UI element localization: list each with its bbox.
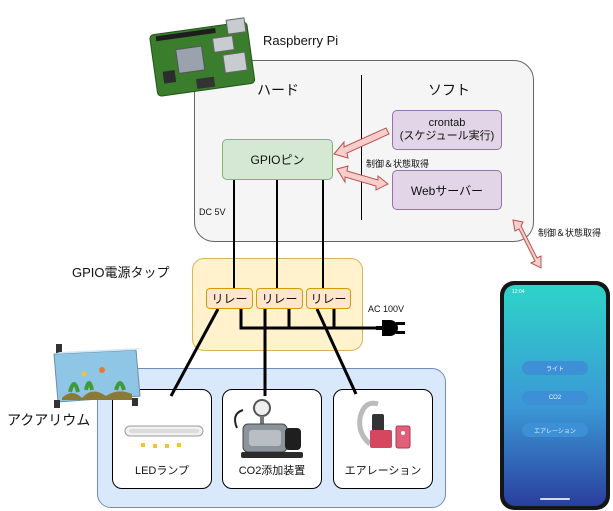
phone-time: 12:04: [512, 289, 525, 295]
ac-label: AC 100V: [368, 304, 405, 314]
web-server-label: Webサーバー: [410, 183, 484, 198]
aquarium-tank-icon: [53, 344, 142, 408]
raspberry-pi-title: Raspberry Pi: [263, 33, 339, 48]
power-plug-icon: [376, 320, 405, 336]
crontab-sublabel: (スケジュール実行): [399, 130, 495, 142]
crontab-label: crontab: [428, 117, 466, 129]
relay-2-label: リレー: [261, 292, 298, 306]
aeration-button[interactable]: エアレーション: [522, 423, 588, 437]
hard-soft-divider: [361, 75, 362, 220]
light-button[interactable]: ライト: [522, 361, 588, 375]
air-pump-icon: [357, 400, 411, 449]
relay-1: リレー: [206, 288, 253, 309]
aquarium-label: アクアリウム: [7, 412, 91, 428]
control-label-outer: 制御＆状態取得: [538, 228, 602, 238]
relay-2: リレー: [256, 288, 303, 309]
co2-button[interactable]: CO2: [522, 391, 588, 405]
home-indicator: [540, 498, 570, 500]
relay-3: リレー: [306, 288, 351, 309]
dc-label: DC 5V: [199, 207, 226, 217]
crontab-box: crontab (スケジュール実行): [392, 110, 502, 150]
gpio-power-tap-title: GPIO電源タップ: [72, 265, 170, 280]
smartphone-screen: 12:04 ライト CO2 エアレーション: [504, 285, 606, 506]
gpio-pin-box: GPIOピン: [222, 139, 333, 180]
hard-label: ハード: [257, 82, 299, 98]
gpio-pin-label: GPIOピン: [250, 153, 305, 167]
air-pump-box: エアレーション: [333, 389, 433, 489]
co2-device-box: CO2添加装置: [222, 389, 322, 489]
soft-label: ソフト: [428, 82, 470, 98]
control-label-inner: 制御＆状態取得: [366, 159, 430, 169]
air-pump-label: エアレーション: [344, 465, 422, 477]
co2-device-icon: [234, 399, 303, 458]
relay-3-label: リレー: [310, 292, 347, 306]
web-server-box: Webサーバー: [392, 170, 502, 210]
relay-1-label: リレー: [211, 292, 248, 306]
led-lamp-box: LEDランプ: [112, 389, 212, 489]
led-lamp-icon: [124, 425, 204, 448]
smartphone: 12:04 ライト CO2 エアレーション: [500, 281, 610, 510]
led-lamp-label: LEDランプ: [134, 465, 190, 477]
co2-device-label: CO2添加装置: [238, 465, 306, 477]
